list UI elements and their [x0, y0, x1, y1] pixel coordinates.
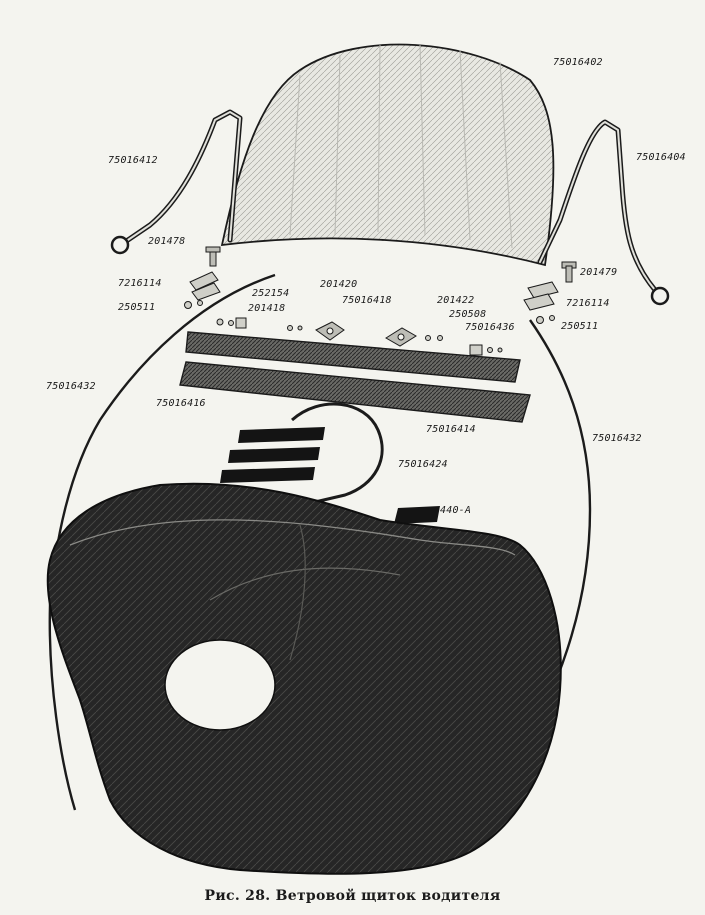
seal-strip-lower — [179, 361, 531, 423]
figure-caption: Рис. 28. Ветровой щиток водителя — [204, 888, 501, 904]
label-bolt-left: 201478 — [148, 236, 186, 247]
label-nut-a: 201418 — [248, 303, 286, 314]
marker-bars — [220, 427, 440, 564]
label-hinge-left: 7216114 — [118, 278, 162, 289]
label-clip-right: 75016436 — [465, 322, 515, 333]
arc-seal — [291, 402, 384, 504]
label-cowl-ref: 440-A — [440, 505, 472, 516]
label-cable-right: 75016432 — [592, 433, 642, 444]
label-screw-c: 201422 — [437, 295, 475, 306]
bolt-icon — [205, 246, 577, 283]
label-windshield: 75016402 — [553, 57, 603, 68]
label-washer-left: 250511 — [118, 302, 156, 313]
label-seal-lower: 75016414 — [426, 424, 476, 435]
label-seal-upper: 75016416 — [156, 398, 206, 409]
left-bracket — [110, 109, 243, 255]
hinge-left-icon — [184, 271, 221, 309]
hinge-right-icon — [523, 281, 559, 324]
label-arc-seal: 75016424 — [398, 459, 448, 470]
label-bolt-right: 201479 — [580, 267, 618, 278]
fastener-group — [216, 317, 503, 356]
label-hinge-right: 7216114 — [566, 298, 610, 309]
label-washer-b: 250508 — [449, 309, 487, 320]
body-cowl — [46, 482, 562, 875]
label-cable-left: 75016432 — [46, 381, 96, 392]
label-screw-b: 201420 — [320, 279, 358, 290]
label-clip-left: 75016418 — [342, 295, 392, 306]
label-washer-right: 250511 — [561, 321, 599, 332]
cable-left — [48, 273, 276, 811]
label-left-bracket: 75016412 — [108, 155, 158, 166]
label-screw-a: 252154 — [252, 288, 290, 299]
right-bracket — [537, 119, 670, 306]
label-right-bracket: 75016404 — [636, 152, 686, 163]
windshield-glass — [220, 43, 555, 267]
headlight-opening — [164, 639, 276, 731]
seal-strip-upper — [185, 331, 521, 383]
